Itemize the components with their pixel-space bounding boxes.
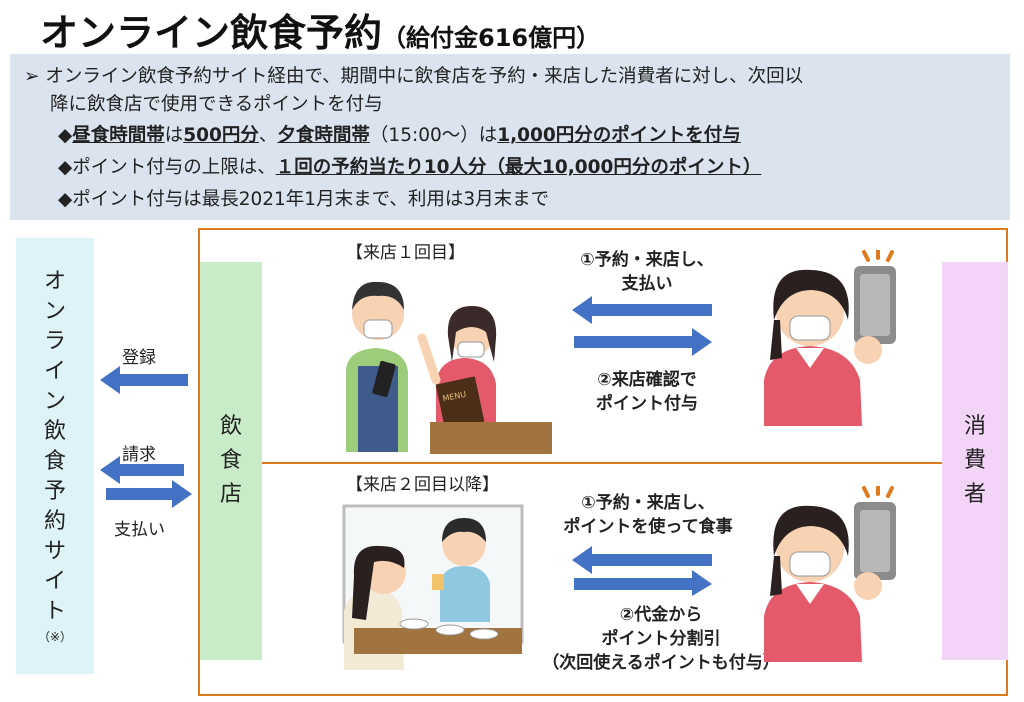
notification-icon (862, 250, 894, 262)
notification-icon (862, 486, 894, 498)
restaurant-label: 飲食店 (219, 414, 242, 507)
summary-line2: 降に飲食店で使用できるポイントを付与 (50, 94, 383, 115)
staff-person-icon (346, 281, 408, 452)
payment-arrow-icon (106, 480, 192, 508)
claim-arrow-icon (100, 456, 184, 484)
register-label: 登録 (122, 348, 156, 368)
menu-board-icon: MENU (435, 376, 485, 430)
visit1-step2: ②来店確認で ポイント付与 (596, 370, 698, 414)
online-site-label: オンライン飲食予約サイト (43, 269, 66, 624)
plate-icon (399, 618, 429, 630)
middle-arrows (572, 296, 712, 596)
arrowhead-bullet-icon: ➢ (24, 66, 40, 87)
consumer-label: 消費者 (963, 414, 986, 507)
page-title: オンライン飲食予約（給付金616億円） (40, 2, 600, 57)
consumer-with-phone-illustration-2 (764, 486, 896, 662)
left-arrows (100, 366, 192, 508)
title-main: オンライン飲食予約 (40, 11, 383, 55)
drink-icon (432, 574, 444, 590)
table-icon (430, 422, 552, 454)
summary-line1: ➢ オンライン飲食予約サイト経由で、期間中に飲食店を予約・来店した消費者に対し、… (24, 66, 804, 87)
title-sub: （給付金616億円） (382, 24, 601, 52)
online-site-box: オンライン飲食予約サイト （※） (16, 238, 94, 674)
payment-label: 支払い (114, 520, 165, 540)
summary-box: ➢ オンライン飲食予約サイト経由で、期間中に飲食店を予約・来店した消費者に対し、… (10, 54, 1010, 220)
visit1-left-arrow-icon (572, 296, 712, 324)
register-arrow-icon (100, 366, 188, 394)
visit2-step1: ①予約・来店し、 ポイントを使って食事 (563, 493, 733, 537)
restaurant-box: 飲食店 (200, 262, 262, 660)
visit2-dining-illustration (342, 504, 524, 670)
visit1-restaurant-illustration: MENU (346, 281, 552, 454)
summary-bullet1: ◆昼食時間帯は500円分、夕食時間帯（15:00～）は1,000円分のポイントを… (58, 125, 741, 146)
online-site-note: （※） (37, 630, 73, 644)
summary-bullet3: ◆ポイント付与は最長2021年1月末まで、利用は3月末まで (58, 189, 550, 210)
consumer-box: 消費者 (942, 262, 1008, 660)
summary-bullet2: ◆ポイント付与の上限は、１回の予約当たり10人分（最大10,000円分のポイント… (58, 157, 762, 178)
man-person-icon (440, 518, 490, 622)
visit2-right-arrow-icon (574, 570, 712, 596)
visit2-header: 【来店２回目以降】 (346, 475, 499, 495)
visit1-step1: ①予約・来店し、 支払い (580, 250, 714, 294)
visit1-header: 【来店１回目】 (346, 243, 465, 263)
visit2-left-arrow-icon (572, 546, 712, 574)
claim-label: 請求 (122, 445, 156, 465)
consumer-with-phone-illustration-1 (764, 250, 896, 426)
frame-divider (262, 462, 942, 464)
visit2-step2: ②代金から ポイント分割引 （次回使えるポイントも付与） (542, 605, 780, 673)
visit1-right-arrow-icon (574, 328, 712, 356)
